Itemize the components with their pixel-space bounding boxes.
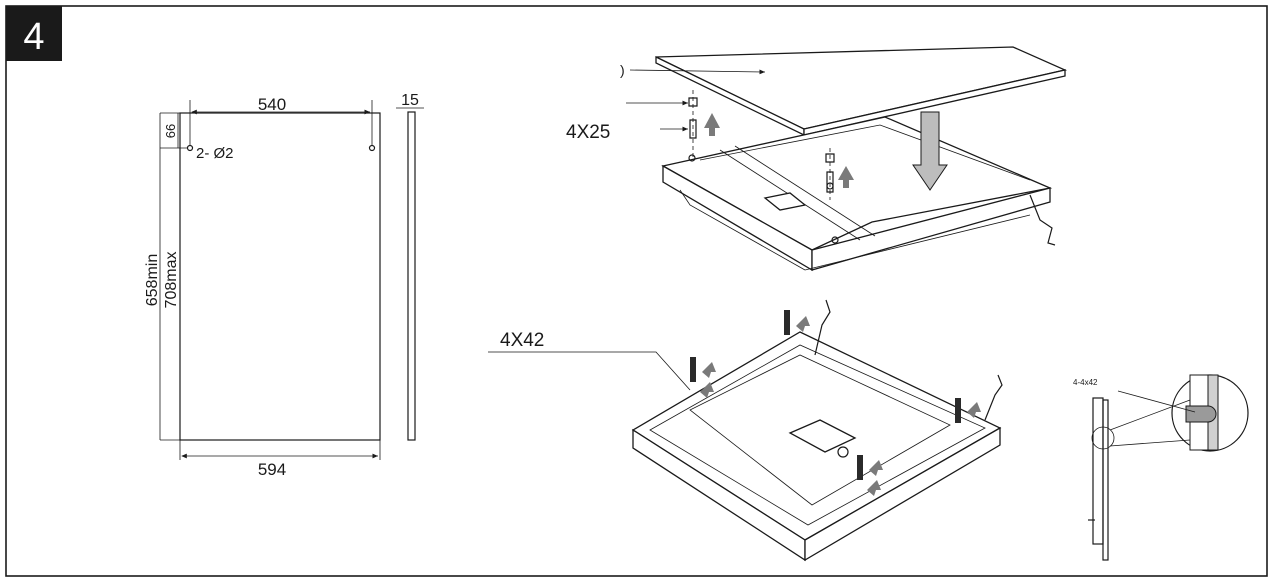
dim-height-max: 708max bbox=[163, 252, 180, 309]
screw-4x25-label: 4X25 bbox=[566, 122, 610, 143]
mounting-hole-right bbox=[368, 144, 376, 152]
panel-side-view bbox=[407, 111, 416, 441]
screw-4x42-label: 4X42 bbox=[500, 330, 544, 351]
up-arrow-left bbox=[704, 113, 720, 136]
detail-screw bbox=[1185, 405, 1217, 423]
bottom-assembly: 4X42 bbox=[488, 299, 1003, 562]
door-hinge bbox=[1029, 194, 1056, 246]
door-body bbox=[661, 116, 1053, 251]
panel-dimension-drawing: 540 66 2- Ø2 658min 708max 594 15 bbox=[144, 92, 424, 479]
dim-height-min: 658min bbox=[144, 254, 161, 306]
detail-label: 4-4x42 bbox=[1073, 378, 1098, 387]
press-down-arrow bbox=[912, 111, 948, 191]
dim-bottom-width: 594 bbox=[258, 460, 286, 479]
left-mark: ) bbox=[620, 62, 625, 78]
panel-outline bbox=[179, 112, 381, 441]
step-number: 4 bbox=[23, 16, 44, 58]
bottom-hinge-right bbox=[984, 374, 1003, 421]
panel-leader-line bbox=[629, 69, 766, 75]
dim-top-offset: 66 bbox=[163, 124, 178, 138]
dim-top-width: 540 bbox=[258, 95, 286, 114]
door-side-profile bbox=[1092, 397, 1104, 545]
up-arrow-center bbox=[838, 166, 854, 188]
screw-4x42-leader bbox=[488, 351, 691, 391]
mounting-hole-left bbox=[186, 144, 194, 152]
washer-part bbox=[688, 97, 698, 107]
step-badge: 4 bbox=[6, 6, 62, 61]
panel-side-profile bbox=[1102, 399, 1109, 561]
top-assembly: ) 4X25 bbox=[566, 46, 1068, 272]
screw-4x25-part bbox=[689, 119, 697, 139]
bottom-hinge-left bbox=[814, 299, 831, 356]
outer-frame bbox=[5, 5, 1268, 577]
detail-focus-circle bbox=[1091, 426, 1115, 450]
detail-leader bbox=[1117, 390, 1196, 413]
holes-label: 2- Ø2 bbox=[196, 145, 234, 162]
dim-thickness: 15 bbox=[401, 92, 419, 109]
side-detail: 4-4x42 bbox=[1073, 374, 1249, 561]
